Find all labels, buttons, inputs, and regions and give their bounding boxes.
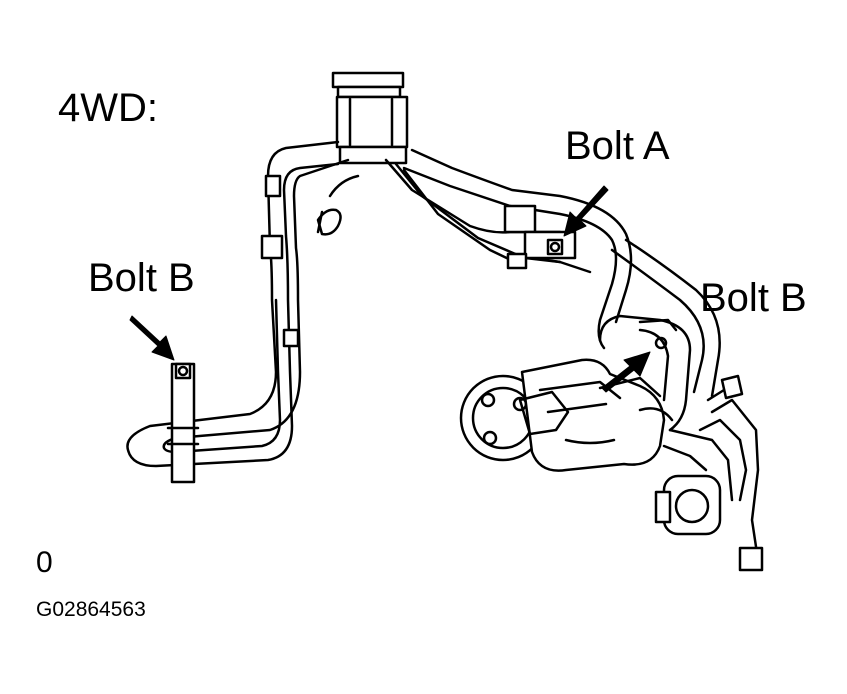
arrow-bolt-a (563, 185, 609, 237)
bolt-b-left-label: Bolt B (88, 256, 195, 300)
reservoir (331, 71, 409, 165)
pressure-fittings (654, 374, 764, 572)
figure-title: 4WD: (58, 86, 158, 130)
left-clamp (166, 362, 200, 484)
bolt-b-right-label: Bolt B (700, 276, 807, 320)
arrows (129, 185, 651, 393)
arrow-bolt-b-left (129, 315, 175, 361)
left-hose-pair (126, 140, 562, 468)
pump-assembly (459, 358, 674, 472)
bolt-a-label: Bolt A (565, 124, 670, 168)
page-marker: 0 (36, 546, 53, 579)
bolt-a-bracket (316, 148, 633, 350)
arrow-bolt-b-right (601, 351, 651, 393)
right-hoses (598, 238, 721, 432)
figure-code: G02864563 (36, 598, 146, 621)
